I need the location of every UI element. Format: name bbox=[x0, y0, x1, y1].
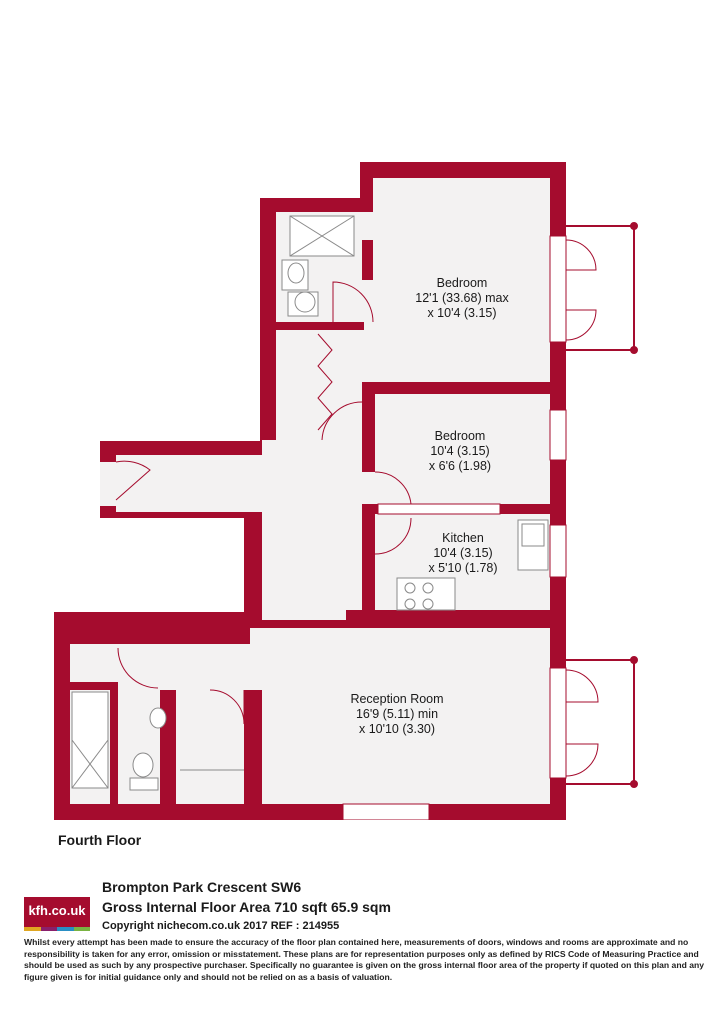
room-dim: 10'4 (3.15) bbox=[430, 444, 489, 458]
copyright: Copyright nichecom.co.uk 2017 REF : 2149… bbox=[102, 920, 340, 932]
room-name: Reception Room bbox=[350, 692, 443, 706]
room-dim: 10'4 (3.15) bbox=[433, 546, 492, 560]
room-name: Kitchen bbox=[442, 531, 484, 545]
bath bbox=[71, 691, 109, 789]
room-dim: x 10'10 (3.30) bbox=[359, 722, 435, 736]
room-floors bbox=[70, 178, 550, 804]
windows bbox=[342, 409, 567, 820]
disclaimer: Whilst every attempt has been made to en… bbox=[24, 937, 705, 982]
room-name: Bedroom bbox=[435, 429, 486, 443]
floor-area: Gross Internal Floor Area 710 sqft 65.9 … bbox=[102, 899, 391, 915]
room-label-reception: Reception Room 16'9 (5.11) min x 10'10 (… bbox=[350, 692, 443, 736]
room-label-bedroom-2: Bedroom 10'4 (3.15) x 6'6 (1.98) bbox=[429, 429, 491, 473]
room-dim: 12'1 (33.68) max bbox=[415, 291, 509, 305]
property-name: Brompton Park Crescent SW6 bbox=[102, 879, 302, 895]
fixtures bbox=[71, 215, 549, 791]
agency-logo: kfh.co.uk bbox=[24, 897, 90, 931]
basin-2 bbox=[149, 707, 167, 729]
room-dim: x 10'4 (3.15) bbox=[427, 306, 496, 320]
room-dim: x 5'10 (1.78) bbox=[428, 561, 497, 575]
logo-text: kfh.co.uk bbox=[28, 903, 86, 918]
floor-plan: Bedroom 12'1 (33.68) max x 10'4 (3.15) B… bbox=[54, 162, 638, 820]
floor-label: Fourth Floor bbox=[58, 832, 142, 848]
doors bbox=[115, 235, 599, 779]
logo-stripes bbox=[24, 927, 90, 931]
room-name: Bedroom bbox=[437, 276, 488, 290]
room-dim: 16'9 (5.11) min bbox=[356, 707, 438, 721]
room-dim: x 6'6 (1.98) bbox=[429, 459, 491, 473]
wc-2 bbox=[132, 752, 154, 778]
room-label-bedroom-1: Bedroom 12'1 (33.68) max x 10'4 (3.15) bbox=[415, 276, 509, 320]
room-label-kitchen: Kitchen 10'4 (3.15) x 5'10 (1.78) bbox=[428, 531, 497, 575]
balconies bbox=[566, 222, 638, 788]
